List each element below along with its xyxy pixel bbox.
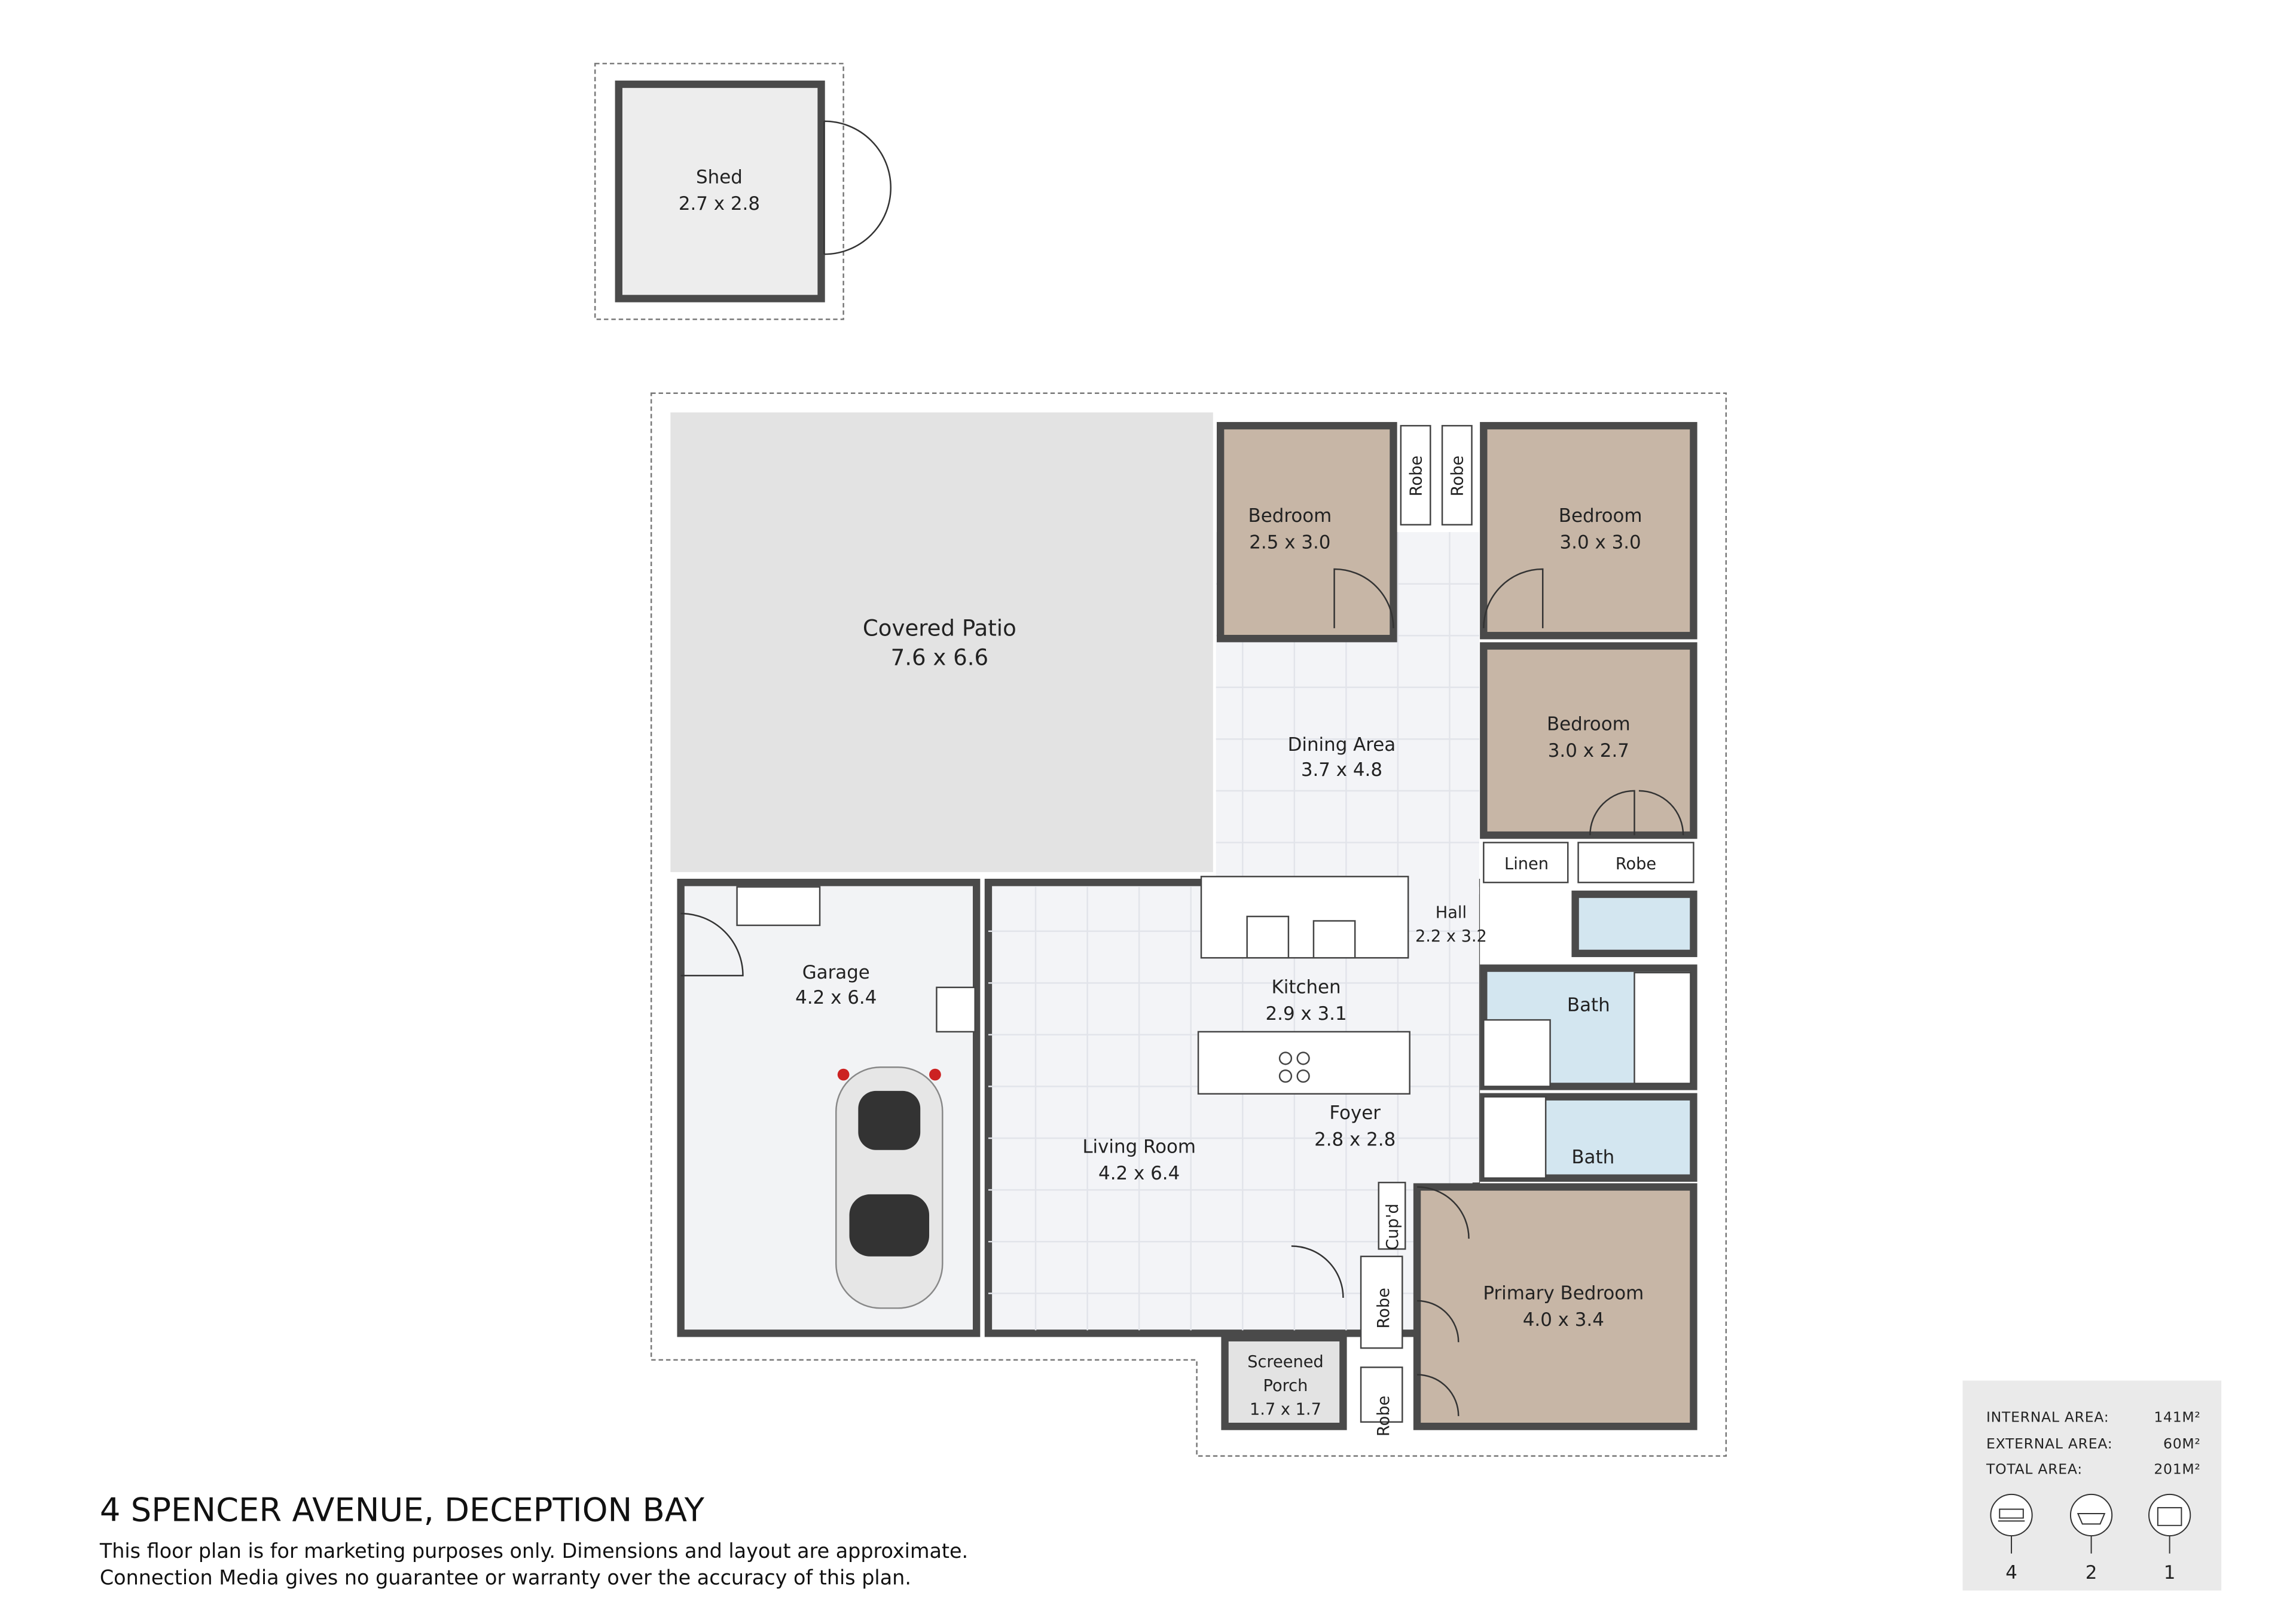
property-title: 4 SPENCER AVENUE, DECEPTION BAY — [100, 1491, 705, 1529]
label: 60M² — [2163, 1435, 2201, 1452]
disclaimer-line-1: This floor plan is for marketing purpose… — [99, 1539, 968, 1563]
label: 201M² — [2154, 1460, 2200, 1477]
label: Bedroom — [1559, 505, 1642, 527]
label: 3.0 x 3.0 — [1560, 531, 1641, 553]
label: 2 — [2086, 1562, 2097, 1584]
label: Bath — [1571, 1147, 1614, 1168]
car-icon — [835, 1066, 944, 1309]
label: Garage — [802, 962, 870, 983]
garage-bench — [736, 886, 821, 927]
label: Robe — [1375, 1288, 1393, 1328]
label: 2.2 x 3.2 — [1415, 927, 1487, 946]
label: 7.6 x 6.6 — [891, 645, 988, 671]
bedroom-2 — [1480, 421, 1697, 640]
label: Primary Bedroom — [1483, 1282, 1644, 1304]
bed-icon — [1990, 1493, 2033, 1537]
label: 4.0 x 3.4 — [1523, 1309, 1604, 1331]
label: Bedroom — [1547, 714, 1631, 735]
robe-5 — [1360, 1366, 1403, 1423]
label: Dining Area — [1288, 734, 1396, 756]
label: Robe — [1375, 1396, 1393, 1436]
toilet — [1571, 890, 1697, 958]
linen — [1483, 842, 1569, 884]
label: 4 — [2005, 1562, 2017, 1584]
robe-2 — [1441, 424, 1473, 526]
label: Bath — [1567, 994, 1610, 1016]
label: Covered Patio — [863, 615, 1016, 641]
primary-bedroom — [1413, 1183, 1697, 1431]
shed-label: Shed — [696, 167, 743, 188]
shed-size: 2.7 x 2.8 — [679, 193, 760, 215]
bedroom-1 — [1216, 421, 1397, 643]
label: Robe — [1449, 456, 1467, 496]
robe-3 — [1577, 842, 1694, 884]
label: Foyer — [1329, 1102, 1381, 1124]
label: Porch — [1263, 1377, 1308, 1395]
label: TOTAL AREA: — [1986, 1460, 2083, 1477]
label: 2.5 x 3.0 — [1249, 531, 1330, 553]
area-summary: INTERNAL AREA: 141M² EXTERNAL AREA: 60M²… — [1962, 1380, 2222, 1591]
kitchen-bench-lower — [1197, 1031, 1410, 1095]
kitchen-bench-upper — [1200, 876, 1409, 959]
label: 4.2 x 6.4 — [795, 987, 877, 1008]
bedroom-3 — [1480, 642, 1697, 839]
robe-4 — [1360, 1255, 1403, 1349]
label: Robe — [1616, 855, 1656, 873]
label: Hall — [1436, 904, 1467, 922]
label: Kitchen — [1272, 977, 1341, 998]
label: EXTERNAL AREA: — [1986, 1435, 2112, 1452]
bath-icon — [2069, 1493, 2113, 1537]
label: Screened — [1247, 1353, 1323, 1371]
label: 1 — [2164, 1562, 2176, 1584]
disclaimer-line-2: Connection Media gives no guarantee or w… — [100, 1566, 911, 1590]
label: 1.7 x 1.7 — [1250, 1400, 1321, 1419]
label: 4.2 x 6.4 — [1098, 1163, 1180, 1184]
label: Robe — [1407, 456, 1425, 496]
label: INTERNAL AREA: — [1986, 1409, 2109, 1426]
label: Cup'd — [1384, 1203, 1402, 1250]
shed: Shed 2.7 x 2.8 — [594, 63, 891, 320]
robe-1 — [1400, 424, 1431, 526]
label: 3.7 x 4.8 — [1301, 759, 1382, 781]
room-labels: Covered Patio 7.6 x 6.6 Bedroom 2.5 x 3.… — [795, 505, 1644, 1419]
label: Linen — [1504, 855, 1549, 873]
screened-porch — [1221, 1334, 1347, 1431]
label: 2.8 x 2.8 — [1314, 1129, 1396, 1150]
site-outline — [650, 392, 1727, 1457]
label: 2.9 x 3.1 — [1265, 1003, 1347, 1025]
car-count-icon — [2148, 1493, 2191, 1537]
label: Bedroom — [1248, 505, 1332, 527]
label: 3.0 x 2.7 — [1548, 740, 1629, 762]
label: 141M² — [2154, 1409, 2200, 1426]
covered-patio — [670, 412, 1213, 872]
cupboard — [1378, 1181, 1406, 1250]
label: Living Room — [1082, 1136, 1196, 1158]
bathtub — [1634, 971, 1692, 1084]
